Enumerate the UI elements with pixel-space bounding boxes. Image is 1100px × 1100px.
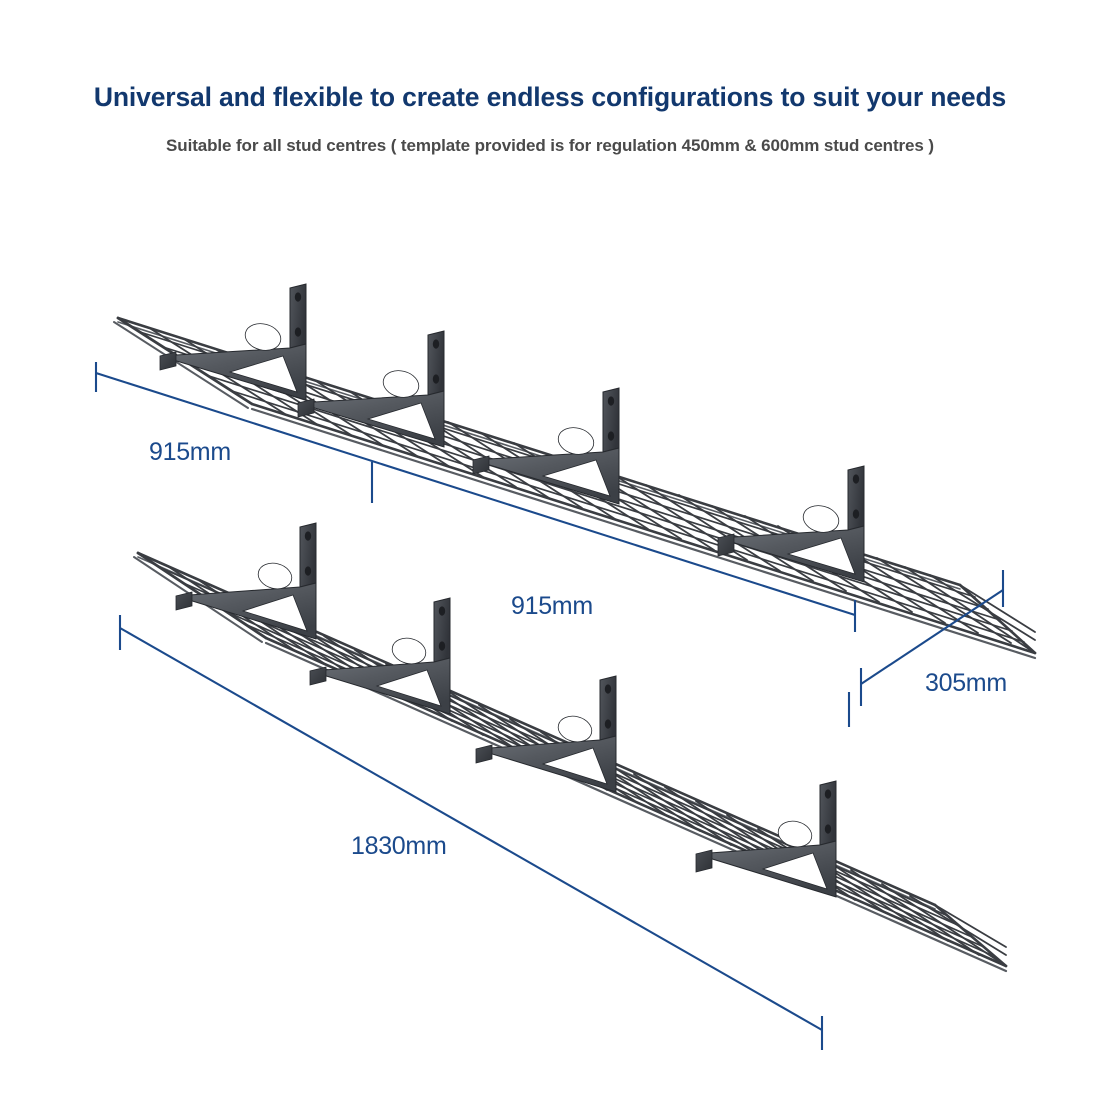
wall-bracket	[159, 283, 307, 401]
page-title: Universal and flexible to create endless…	[93, 82, 1007, 112]
dimension-label-915-left: 915mm	[149, 438, 231, 466]
dimension-lower-length	[118, 615, 824, 1050]
wall-bracket	[475, 675, 617, 793]
dimension-depth	[847, 570, 1005, 727]
dimension-label-305: 305mm	[925, 669, 1007, 697]
wall-bracket	[175, 522, 317, 640]
wall-bracket	[297, 330, 445, 448]
wall-bracket	[695, 780, 837, 898]
upper-shelf-assembly	[113, 283, 1037, 660]
dimension-annotations: 915mm 915mm 305mm 1830mm	[94, 362, 1007, 1050]
wall-bracket	[717, 465, 865, 583]
dimension-upper-length	[94, 362, 857, 632]
wall-bracket	[472, 387, 620, 505]
wall-bracket	[309, 597, 451, 715]
lower-shelf-assembly	[133, 522, 1008, 973]
dimension-label-915-right: 915mm	[511, 592, 593, 620]
page-subtitle: Suitable for all stud centres ( template…	[166, 136, 934, 155]
dimension-label-1830: 1830mm	[351, 832, 446, 860]
